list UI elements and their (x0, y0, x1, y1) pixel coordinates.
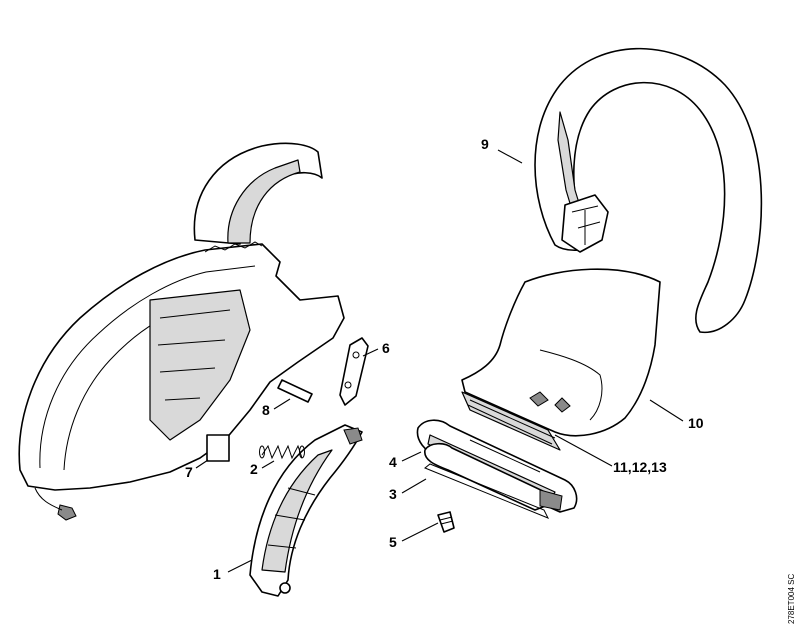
callout-1: 1 (213, 566, 221, 582)
lock-lever (339, 337, 369, 406)
leader-lines (195, 149, 684, 573)
callout-8: 8 (262, 402, 270, 418)
callout-10: 10 (688, 415, 704, 431)
screw (437, 511, 455, 533)
callout-7: 7 (185, 464, 193, 480)
switch-lever (249, 424, 363, 597)
callout-3: 3 (389, 486, 397, 502)
front-handle-bow (534, 47, 763, 334)
housing-shell (18, 142, 345, 521)
compression-spring (259, 444, 305, 460)
retaining-clip (424, 463, 550, 519)
pin (277, 379, 313, 403)
drawing-code: 278ET004 SC (787, 573, 796, 624)
label-plate (206, 434, 230, 462)
callout-11-12-13: 11,12,13 (613, 459, 667, 475)
callout-2: 2 (250, 461, 258, 477)
callout-6: 6 (382, 340, 390, 356)
callout-9: 9 (481, 136, 489, 152)
hand-guard-shield (461, 268, 661, 451)
callout-5: 5 (389, 534, 397, 550)
callout-4: 4 (389, 454, 397, 470)
handle-half-shells (416, 419, 578, 513)
